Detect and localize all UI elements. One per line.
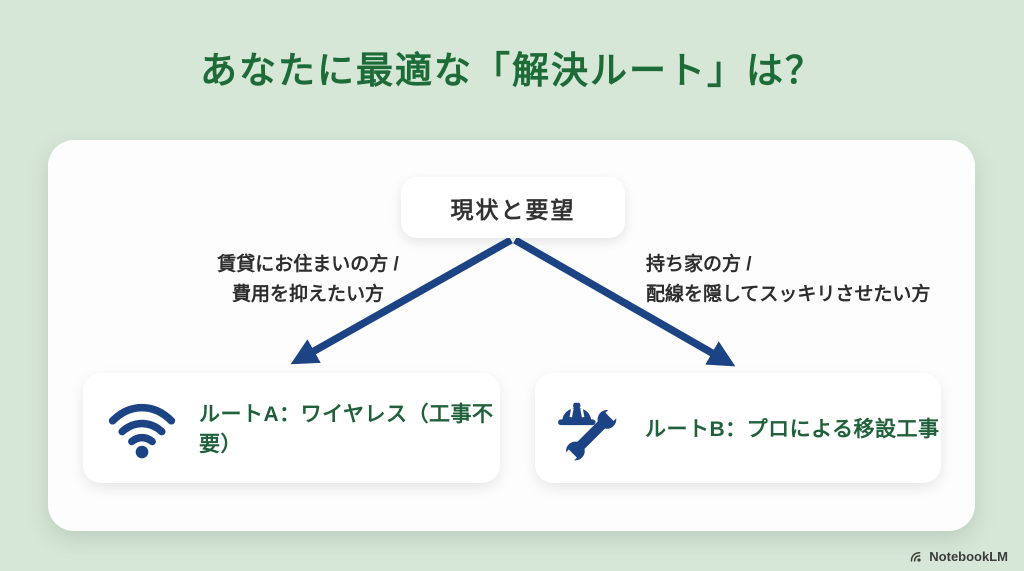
branch-arrows bbox=[290, 236, 736, 367]
route-b-label: ルートB：プロによる移設工事 bbox=[645, 418, 940, 441]
node-route-a: ルートA：ワイヤレス（工事不要） bbox=[83, 373, 500, 483]
right-branch-arrow bbox=[513, 236, 736, 367]
route-a-label: ルートA：ワイヤレス（工事不要） bbox=[199, 403, 494, 456]
node-route-b: ルートB：プロによる移設工事 bbox=[535, 373, 941, 483]
left-condition-line2: 費用を抑えたい方 bbox=[231, 284, 384, 306]
page-title: あなたに最適な「解決ルート」は？ bbox=[200, 50, 824, 91]
right-condition-line1: 持ち家の方 / bbox=[646, 254, 752, 275]
watermark-label: NotebookLM bbox=[929, 549, 1008, 564]
right-branch-condition: 持ち家の方 / 配線を隠してスッキリさせたい方 bbox=[646, 250, 986, 311]
root-node-label: 現状と要望 bbox=[450, 196, 576, 223]
diagram-card: 現状と要望 賃貸にお住まいの方 / 費用を抑えたい方 持ち家の方 / 配線を隠し… bbox=[48, 140, 975, 531]
right-condition-line2: 配線を隠してスッキリさせたい方 bbox=[646, 284, 931, 306]
notebooklm-logo-icon bbox=[911, 552, 921, 562]
node-current-status: 現状と要望 bbox=[401, 177, 625, 238]
notebooklm-watermark: NotebookLM bbox=[909, 549, 1008, 564]
left-branch-condition: 賃貸にお住まいの方 / 費用を抑えたい方 bbox=[143, 250, 473, 311]
wifi-icon bbox=[108, 403, 176, 459]
left-branch-arrow bbox=[290, 236, 513, 365]
helmet-wrench-icon bbox=[558, 402, 621, 465]
left-condition-line1: 賃貸にお住まいの方 / bbox=[217, 254, 399, 275]
